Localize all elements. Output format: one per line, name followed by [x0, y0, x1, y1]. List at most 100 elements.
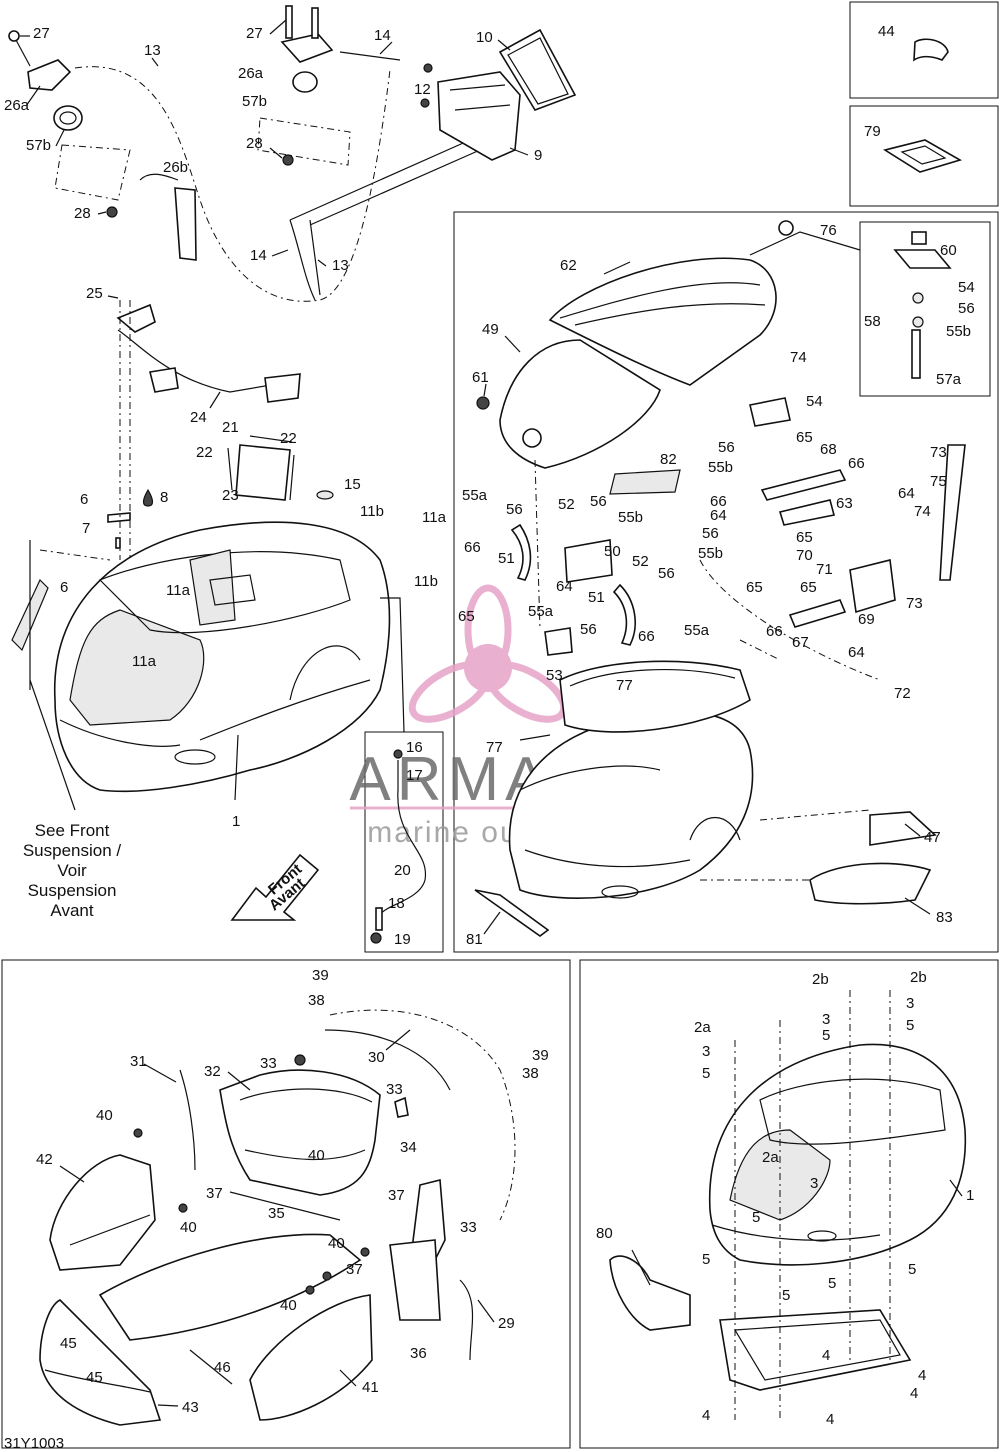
callout-36: 36	[410, 1345, 427, 1362]
callout-58: 58	[864, 313, 881, 330]
callout-41: 41	[362, 1379, 379, 1396]
callout-72: 72	[894, 685, 911, 702]
note-line-3: Voir	[57, 861, 87, 880]
callout-5-left: 5	[702, 1065, 710, 1082]
callout-81: 81	[466, 931, 483, 948]
note-line-1: See Front	[35, 821, 110, 840]
nut-28-center	[282, 154, 294, 166]
callout-11b-top: 11b	[360, 503, 384, 520]
callout-4-left: 4	[702, 1407, 710, 1424]
callout-27-center: 27	[246, 25, 263, 42]
callout-63: 63	[836, 495, 853, 512]
callout-40-left: 40	[96, 1107, 113, 1124]
body-hood-view	[508, 660, 754, 899]
front-arrow: Front Avant	[230, 853, 320, 921]
callout-57b-center: 57b	[242, 93, 267, 110]
callout-66-bottom: 66	[766, 623, 783, 640]
trim-81	[474, 889, 550, 937]
screw-27-b	[311, 7, 319, 39]
callout-68: 68	[820, 441, 837, 458]
callout-5-low-right: 5	[908, 1261, 916, 1278]
callout-69: 69	[858, 611, 875, 628]
callout-50: 50	[604, 543, 621, 560]
block-53	[544, 627, 573, 656]
callout-42: 42	[36, 1151, 53, 1168]
callout-45-low: 45	[86, 1369, 103, 1386]
callout-66-left: 66	[464, 539, 481, 556]
panel-83	[809, 862, 932, 905]
callout-3-left: 3	[702, 1043, 710, 1060]
body-frame-panel-frame	[579, 959, 999, 1449]
clip-79	[882, 139, 963, 173]
link-67	[788, 599, 847, 628]
link-63	[778, 499, 835, 526]
note-line-2: Suspension /	[23, 841, 122, 860]
callout-33-low: 33	[460, 1219, 477, 1236]
nut-28-left	[106, 206, 118, 218]
callout-14-lower: 14	[250, 247, 267, 264]
callout-55b-inset: 55b	[946, 323, 971, 340]
callout-3-right: 3	[906, 995, 914, 1012]
callout-53: 53	[546, 667, 563, 684]
callout-25: 25	[86, 285, 103, 302]
bracket-69	[849, 559, 896, 614]
callout-28-left: 28	[74, 205, 91, 222]
panel-47	[869, 811, 937, 846]
body-frame-parts	[609, 990, 967, 1420]
callout-30: 30	[368, 1049, 385, 1066]
callout-19: 19	[394, 931, 411, 948]
callout-5-low-left: 5	[702, 1251, 710, 1268]
callout-2b-left: 2b	[812, 971, 829, 988]
decal-82	[609, 469, 681, 495]
callout-40-low: 40	[328, 1235, 345, 1252]
callout-45-top: 45	[60, 1335, 77, 1352]
callout-15: 15	[344, 476, 361, 493]
callout-34: 34	[400, 1139, 417, 1156]
callout-5-mid: 5	[752, 1209, 760, 1226]
callout-52-right: 52	[632, 553, 649, 570]
callout-56-inset: 56	[958, 300, 975, 317]
callout-31: 31	[130, 1053, 147, 1070]
callout-37-right: 37	[388, 1187, 405, 1204]
mat-46	[98, 1233, 362, 1341]
callout-33-top: 33	[260, 1055, 277, 1072]
callout-22-left: 22	[196, 444, 213, 461]
callout-4-center: 4	[822, 1347, 830, 1364]
callout-38-top: 38	[308, 992, 325, 1009]
callout-43: 43	[182, 1399, 199, 1416]
callout-64-left: 64	[710, 507, 727, 524]
callout-51-right: 51	[588, 589, 605, 606]
callout-76: 76	[820, 222, 837, 239]
callout-16: 16	[406, 739, 423, 756]
callout-39-top: 39	[312, 967, 329, 984]
callout-77-top: 77	[616, 677, 633, 694]
callout-60: 60	[940, 242, 957, 259]
panel-41	[249, 1294, 373, 1421]
callout-79: 79	[864, 123, 881, 140]
callout-29: 29	[498, 1315, 515, 1332]
callout-17: 17	[406, 767, 423, 784]
callout-5-center: 5	[822, 1027, 830, 1044]
callout-66-low: 66	[638, 628, 655, 645]
callout-35: 35	[268, 1205, 285, 1222]
panel-36	[389, 1239, 441, 1321]
callout-33-right: 33	[386, 1081, 403, 1098]
inset-parts	[882, 38, 963, 173]
callout-56-center: 56	[590, 493, 607, 510]
callout-57a: 57a	[936, 371, 962, 388]
callout-32: 32	[204, 1063, 221, 1080]
callout-83: 83	[936, 909, 953, 926]
callout-55a-right: 55a	[684, 622, 710, 639]
callout-55a-center: 55a	[528, 603, 554, 620]
callout-2a-mid: 2a	[762, 1149, 779, 1166]
hood-panel-frame	[453, 211, 999, 953]
callout-51-left: 51	[498, 550, 515, 567]
bracket-51-right	[612, 583, 636, 646]
callout-24: 24	[190, 409, 207, 426]
callout-3-mid: 3	[810, 1175, 818, 1192]
callout-11a-low: 11a	[132, 653, 157, 670]
grease-icon-8	[142, 488, 154, 507]
callout-23: 23	[222, 487, 239, 504]
inset-frame-79	[849, 105, 999, 207]
storage-panel-frame	[1, 959, 571, 1449]
